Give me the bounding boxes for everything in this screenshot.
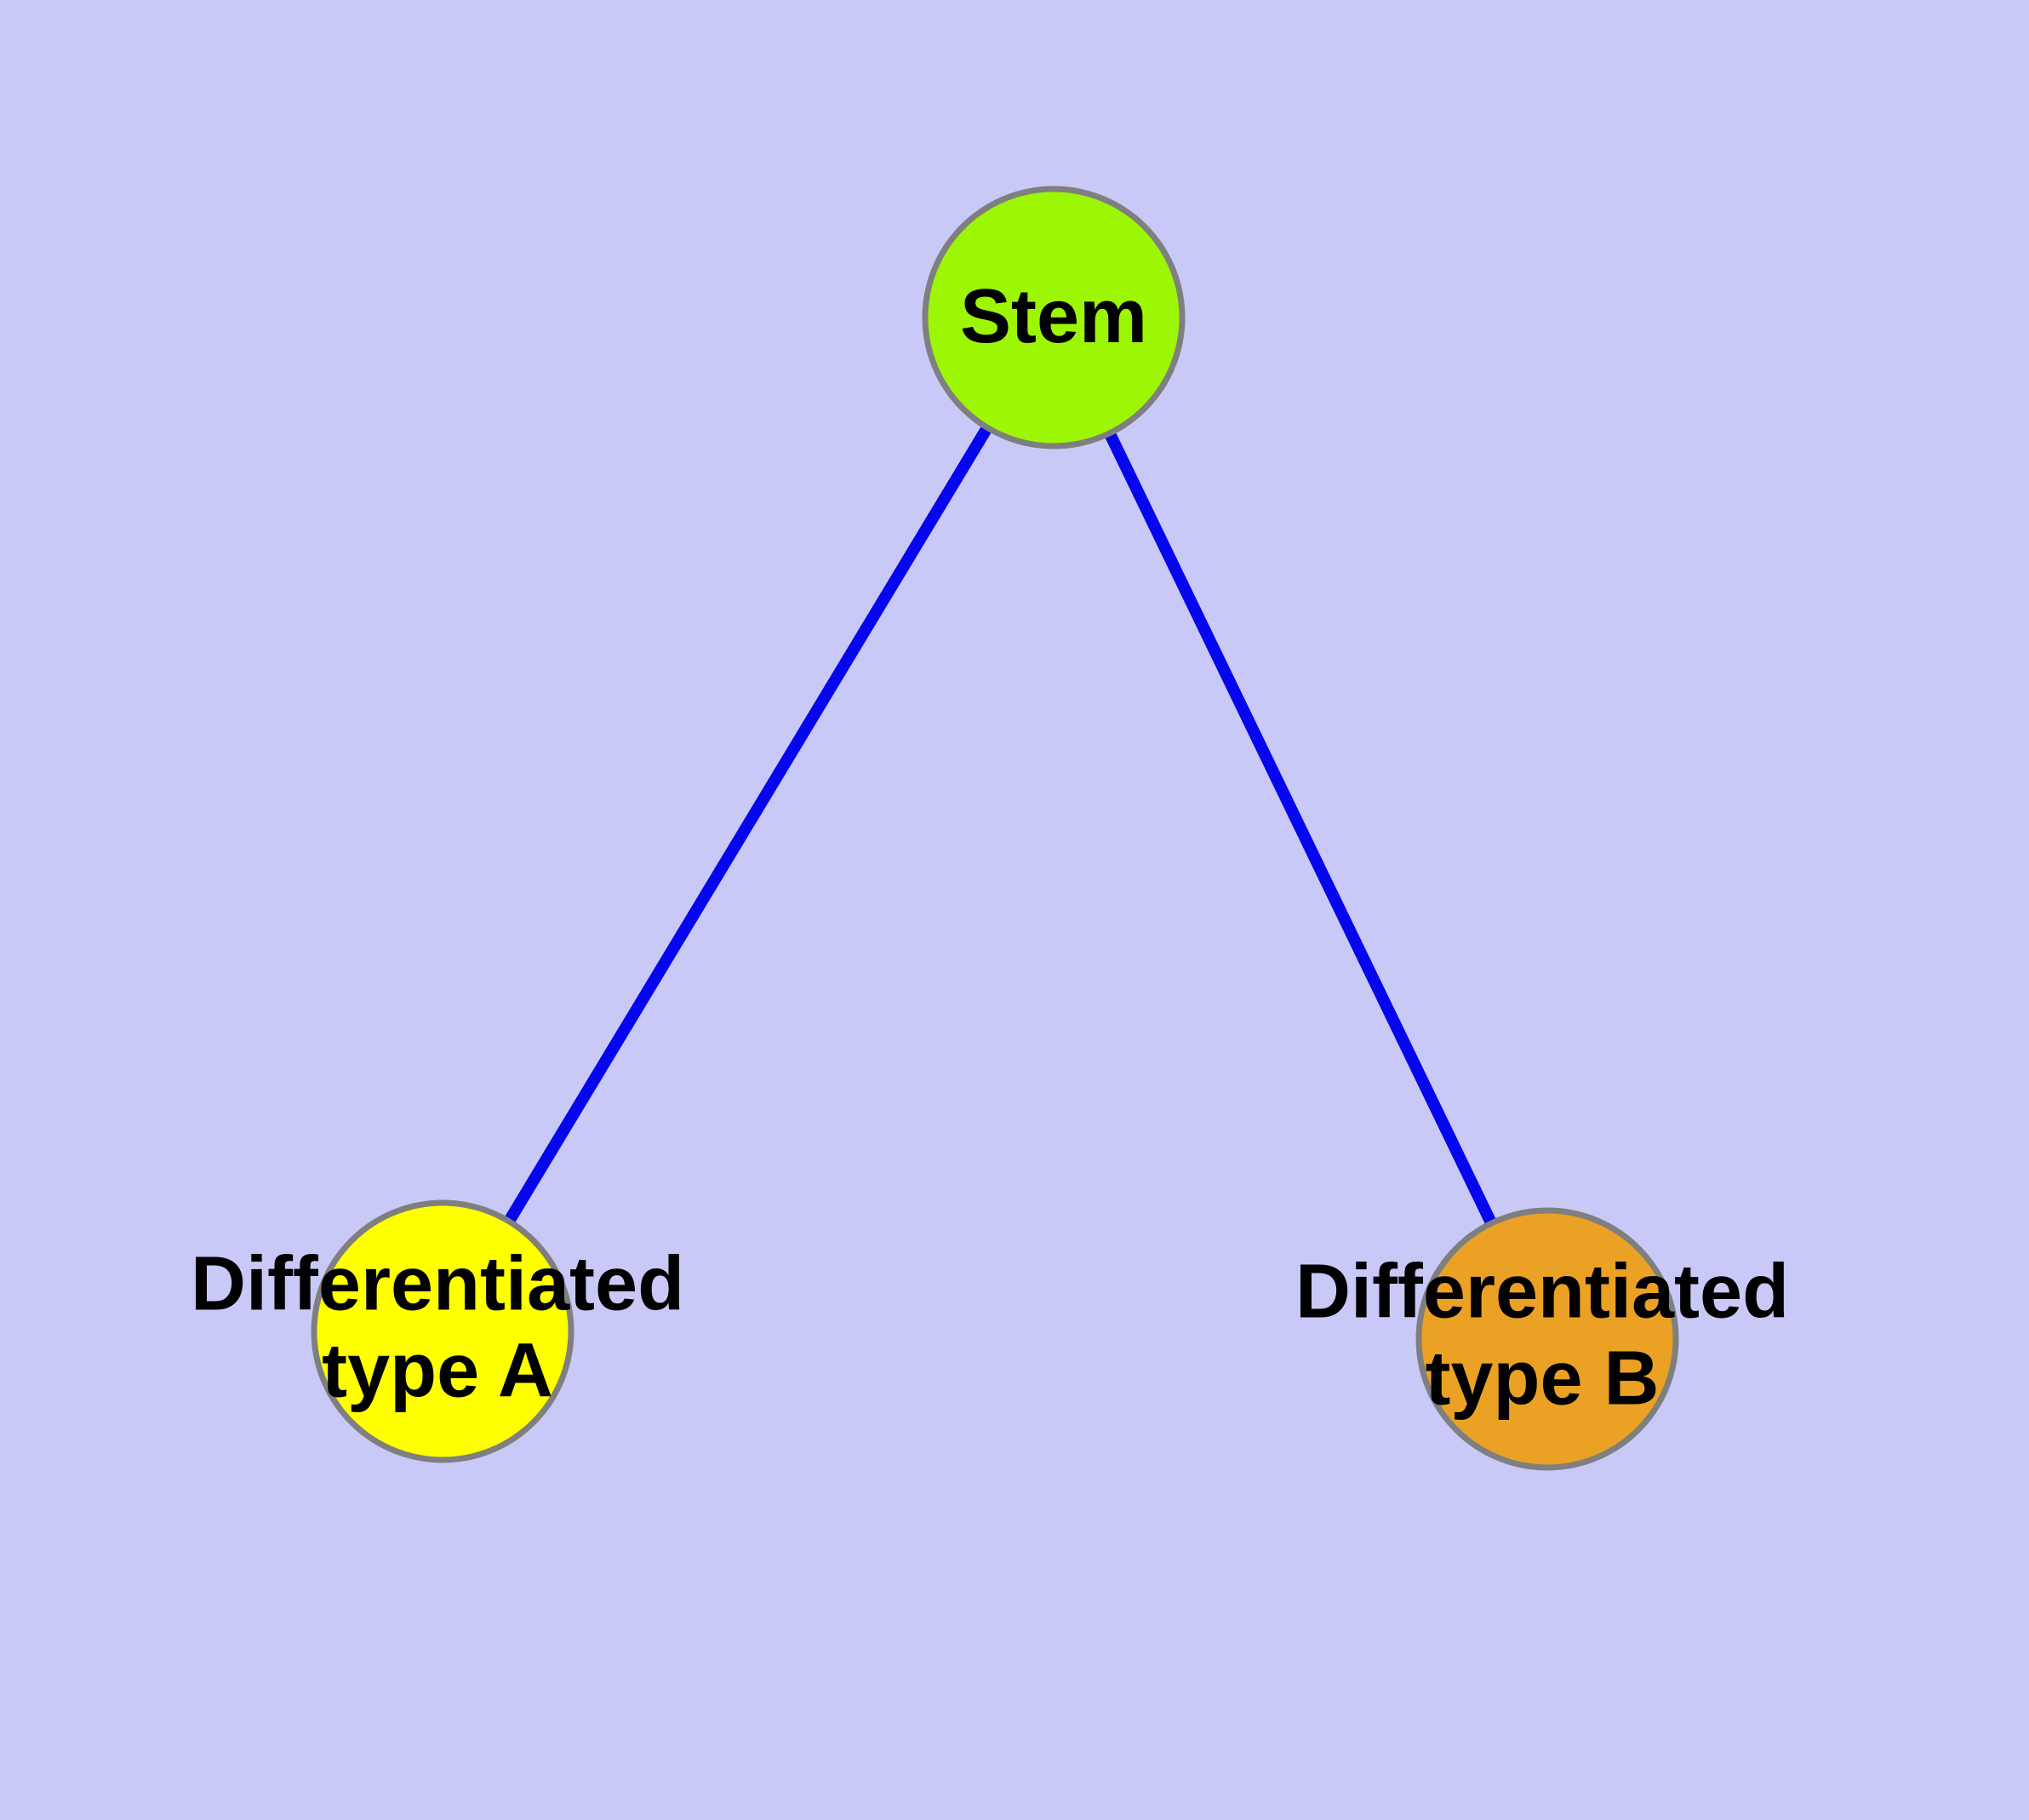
node-type-a-circle xyxy=(311,1199,574,1463)
edge-stem-to-type-b xyxy=(1048,314,1553,1342)
node-type-b-circle xyxy=(1415,1207,1679,1471)
edge-stem-to-type-a xyxy=(437,314,1059,1335)
node-stem-circle xyxy=(922,186,1186,449)
